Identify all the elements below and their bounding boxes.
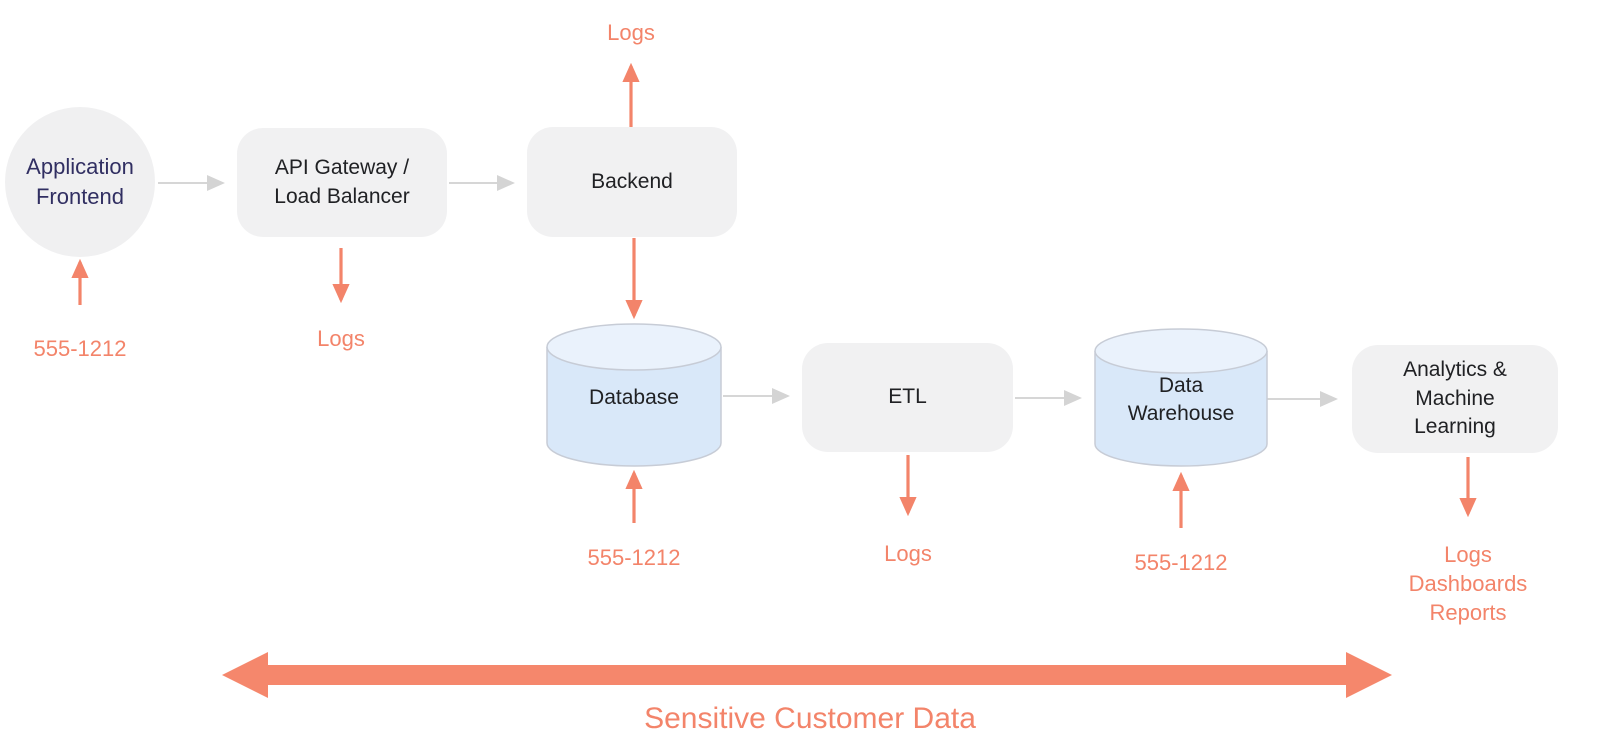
warehouse-cylinder-shape [1094,328,1268,467]
label-analytics-outputs: Logs Dashboards Reports [1408,542,1528,626]
label-frontend-phone: 555-1212 [33,336,127,361]
label-backend-logs: Logs [607,20,655,45]
database-cylinder-shape [546,323,722,467]
node-database: Database [589,385,679,409]
node-etl: ETL [802,343,1013,452]
node-analytics-machine-learning: Analytics & Machine Learning [1352,345,1558,453]
sensitive-customer-data-title: Sensitive Customer Data [644,702,976,735]
node-api-gateway-load-balancer: API Gateway / Load Balancer [237,128,447,237]
sensitive-data-arrow [222,652,1392,698]
label-gateway-logs: Logs [317,326,365,351]
label-database-phone: 555-1212 [587,545,681,570]
node-data-warehouse: Data Warehouse [1127,373,1235,425]
label-etl-logs: Logs [884,541,932,566]
node-application-frontend: Application Frontend [5,107,155,257]
node-backend: Backend [527,127,737,237]
label-warehouse-phone: 555-1212 [1134,550,1228,575]
